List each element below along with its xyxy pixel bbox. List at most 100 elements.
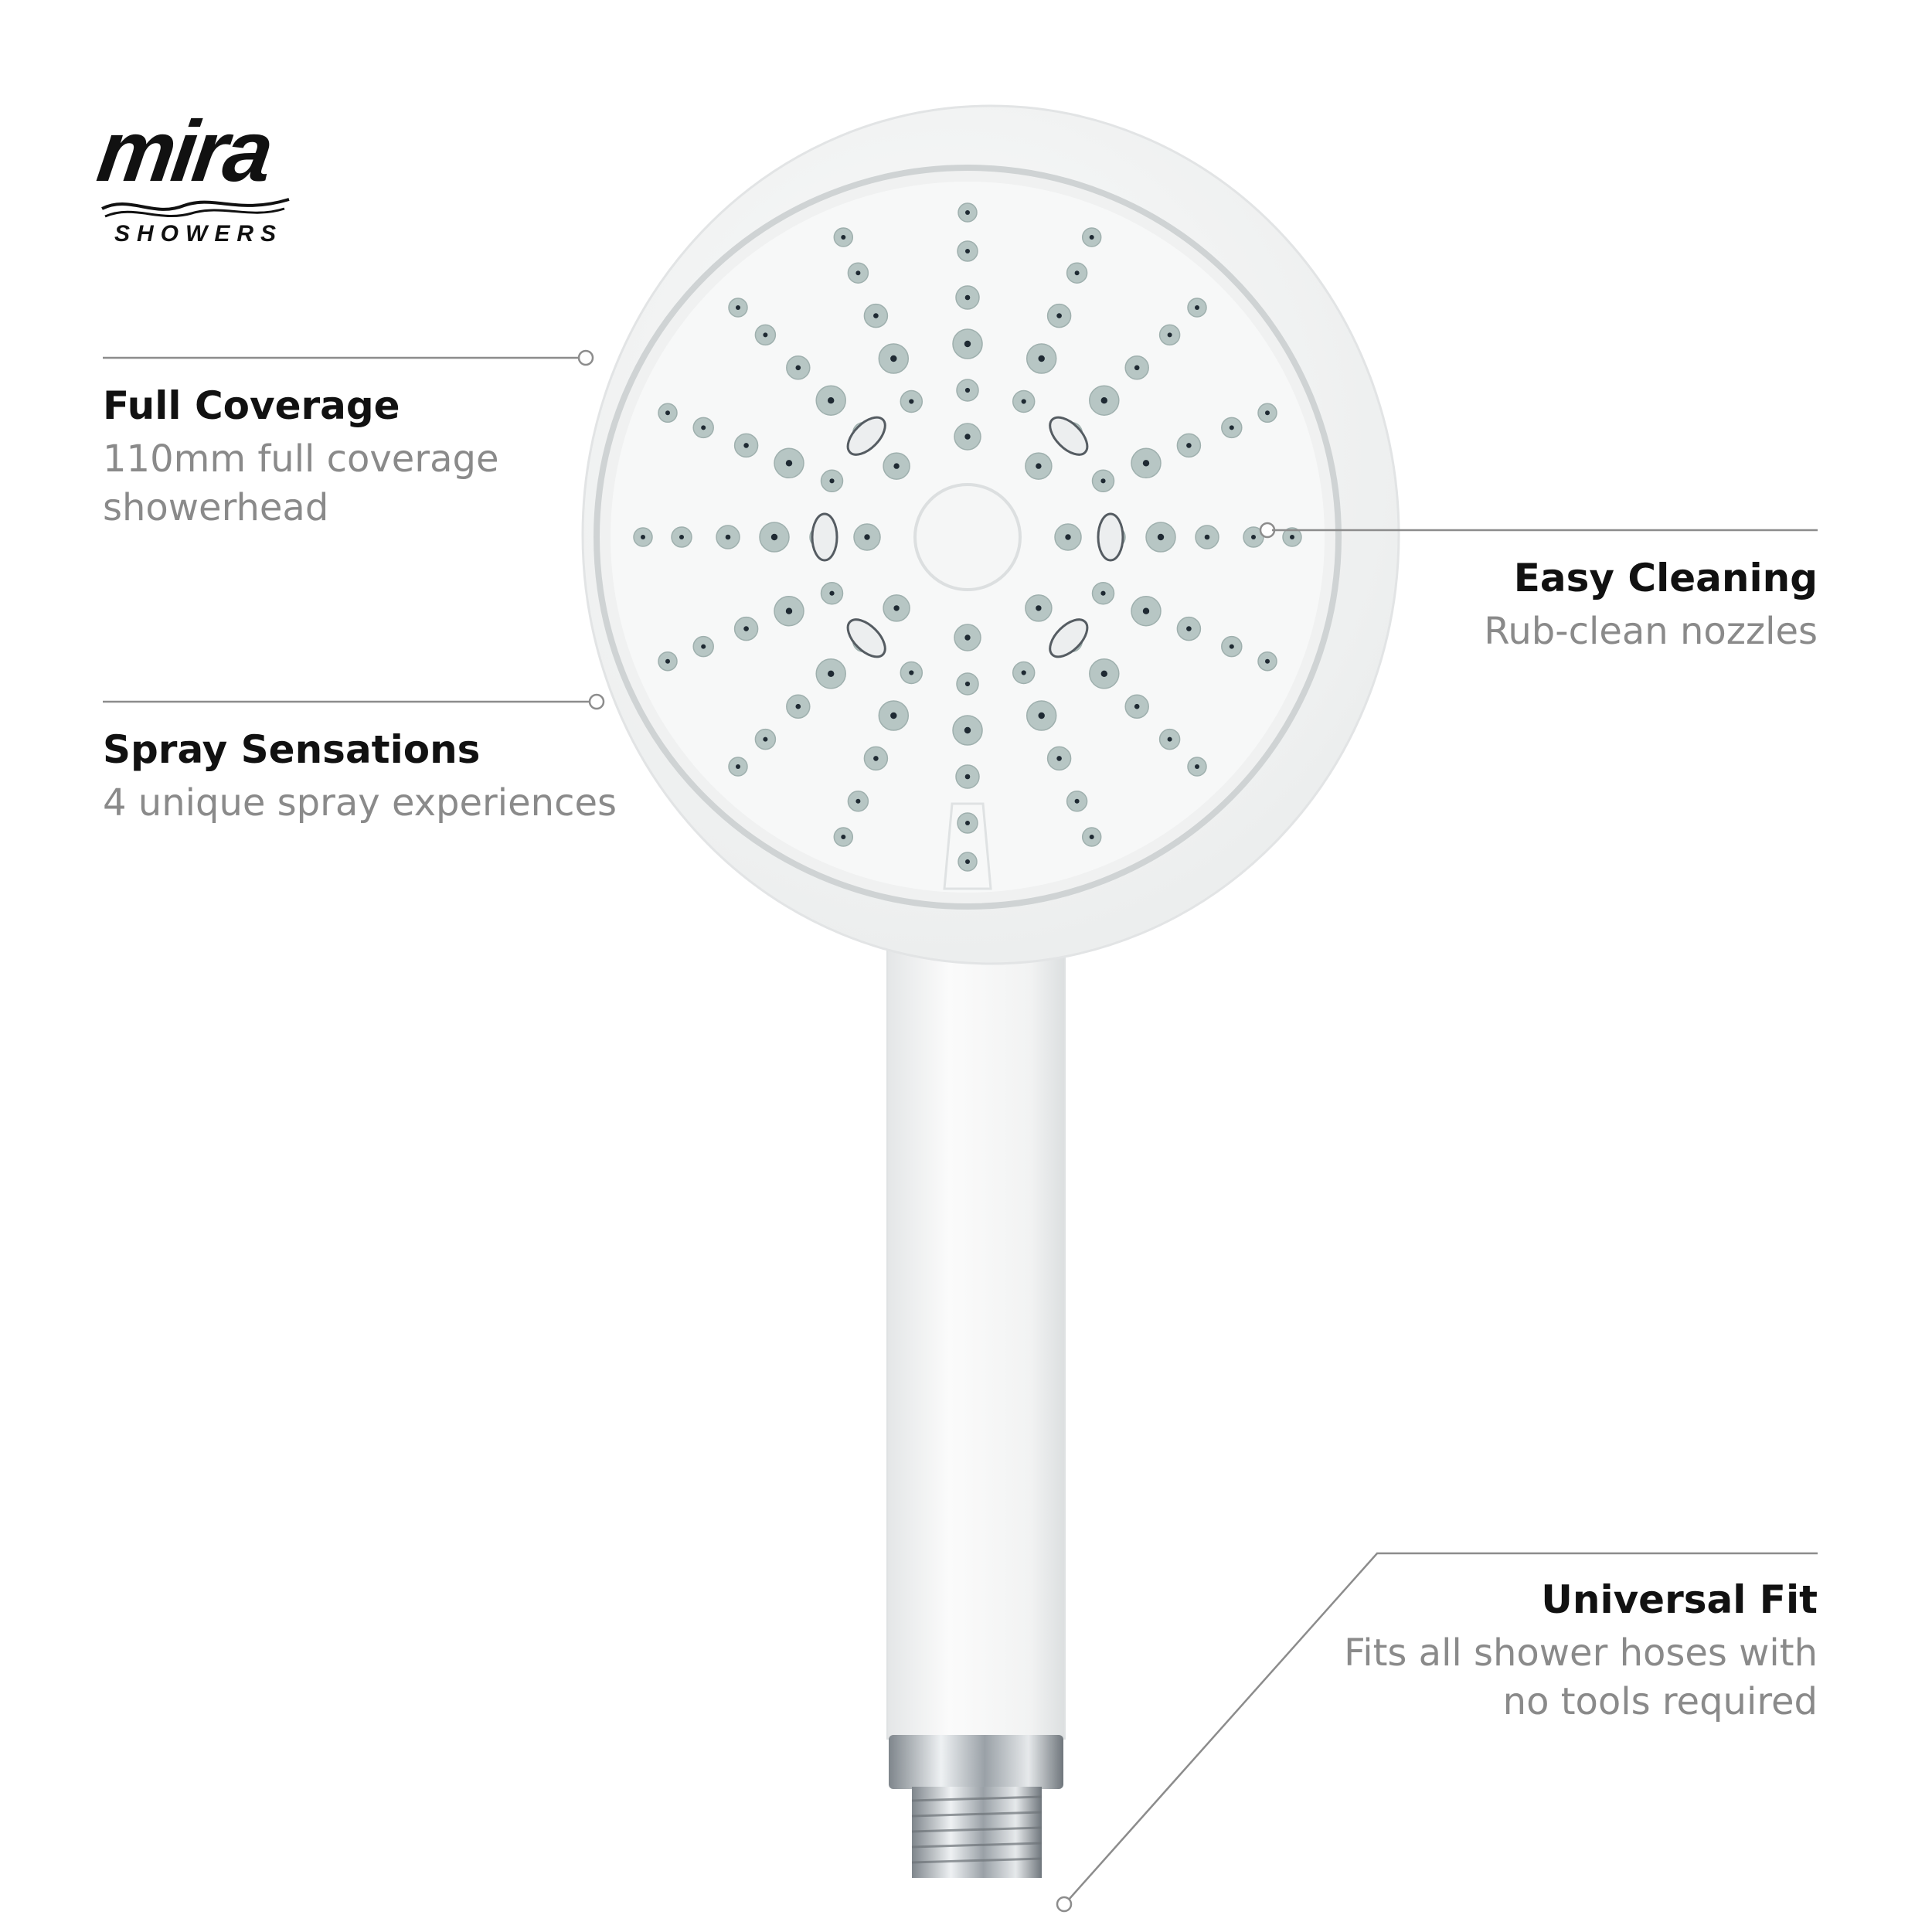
nozzle [815, 385, 846, 416]
nozzle-hole [841, 835, 846, 839]
nozzle [1046, 746, 1072, 771]
nozzle-hole [785, 607, 793, 614]
nozzle [733, 433, 759, 458]
nozzle [1221, 417, 1243, 439]
nozzle-hole [965, 859, 970, 864]
nozzle [658, 651, 678, 672]
nozzle [957, 202, 978, 223]
feature-full-coverage: Full Coverage 110mm full coverage shower… [103, 383, 536, 533]
feature-title: Universal Fit [1541, 1577, 1818, 1622]
nozzle [957, 240, 978, 262]
nozzle [955, 285, 980, 310]
nozzle [883, 594, 910, 622]
nozzle-hole [743, 626, 749, 631]
nozzle [716, 525, 740, 549]
cleaning-slot-icons [811, 416, 1124, 658]
nozzle-hole [1195, 764, 1199, 769]
feature-description: 4 unique spray experiences [103, 781, 617, 825]
spray-nozzles [633, 202, 1302, 872]
nozzle-hole [1134, 365, 1140, 371]
nozzle-hole [736, 305, 740, 310]
nozzle [952, 328, 983, 359]
nozzle [692, 635, 714, 658]
feature-title: Full Coverage [103, 383, 400, 428]
feature-description: Fits all shower hoses with no tools requ… [1344, 1631, 1818, 1724]
nozzle [728, 757, 748, 777]
nozzle [733, 616, 759, 641]
nozzle [1066, 791, 1088, 812]
cleaning-slot [1049, 416, 1089, 456]
nozzle [1060, 629, 1083, 653]
nozzle-hole [1186, 626, 1192, 631]
nozzle [847, 791, 869, 812]
nozzle-hole [964, 434, 971, 440]
nozzle-hole [665, 410, 670, 416]
nozzle-hole [1100, 590, 1106, 596]
brand-tagline: SHOWERS [114, 221, 284, 247]
nozzle-hole [965, 249, 970, 253]
nozzle [1054, 523, 1082, 551]
nozzle-hole [1100, 478, 1106, 484]
nozzle [1131, 447, 1162, 479]
nozzle-hole [965, 210, 970, 215]
nozzle-hole [964, 340, 971, 348]
nozzle-hole [861, 430, 866, 436]
nozzle-hole [1229, 425, 1234, 430]
nozzle [853, 523, 881, 551]
nozzle-hole [743, 443, 749, 448]
nozzle-hole [725, 534, 731, 540]
nozzle-hole [1157, 533, 1165, 541]
brand-name: mira [92, 103, 277, 199]
nozzle-hole [736, 764, 740, 769]
nozzle-hole [964, 774, 971, 780]
nozzle [1187, 298, 1207, 318]
feature-description: Rub-clean nozzles [1484, 610, 1818, 653]
nozzle [692, 417, 714, 439]
nozzle-hole [873, 756, 879, 761]
nozzle-hole [1142, 460, 1150, 467]
nozzle-hole [1195, 305, 1199, 310]
nozzle [1124, 694, 1149, 719]
nozzle-hole [1069, 430, 1074, 436]
nozzle-hole [701, 425, 706, 430]
nozzle [1091, 581, 1115, 605]
nozzle-hole [1186, 443, 1192, 448]
nozzle-hole [841, 235, 846, 240]
wave-icon [101, 198, 290, 218]
nozzle-hole [1100, 670, 1108, 677]
nozzle-hole [829, 590, 835, 596]
nozzle [728, 298, 748, 318]
nozzle-hole [964, 681, 971, 687]
nozzle-hole [1089, 235, 1094, 240]
nozzle [820, 469, 844, 493]
nozzle [1012, 389, 1036, 413]
nozzle-hole [770, 533, 778, 541]
nozzle-hole [828, 670, 835, 677]
nozzle [1025, 452, 1053, 480]
nozzle-hole [1251, 535, 1256, 539]
nozzle [754, 728, 777, 750]
nozzle [1089, 385, 1120, 416]
nozzle-hole [1056, 756, 1062, 761]
nozzle-hole [1056, 313, 1062, 318]
nozzle-hole [829, 478, 835, 484]
nozzle-hole [818, 534, 824, 540]
nozzle-hole [641, 535, 645, 539]
nozzle-hole [890, 712, 897, 719]
nozzle-hole [864, 534, 870, 540]
nozzle-hole [1036, 605, 1042, 611]
nozzle-hole [1265, 658, 1270, 664]
nozzle [1026, 700, 1057, 731]
nozzle [833, 827, 854, 847]
feature-universal-fit: Universal Fit Fits all shower hoses with… [1344, 1577, 1818, 1727]
nozzle-hole [861, 638, 866, 644]
nozzle [754, 324, 777, 346]
cleaning-slot [846, 618, 886, 658]
nozzle [820, 581, 844, 605]
nozzle [1176, 433, 1202, 458]
nozzle-hole [679, 535, 684, 539]
feature-easy-cleaning: Easy Cleaning Rub-clean nozzles [1484, 555, 1818, 656]
nozzle [633, 527, 653, 547]
nozzle [1243, 526, 1264, 548]
nozzle [1089, 658, 1120, 689]
